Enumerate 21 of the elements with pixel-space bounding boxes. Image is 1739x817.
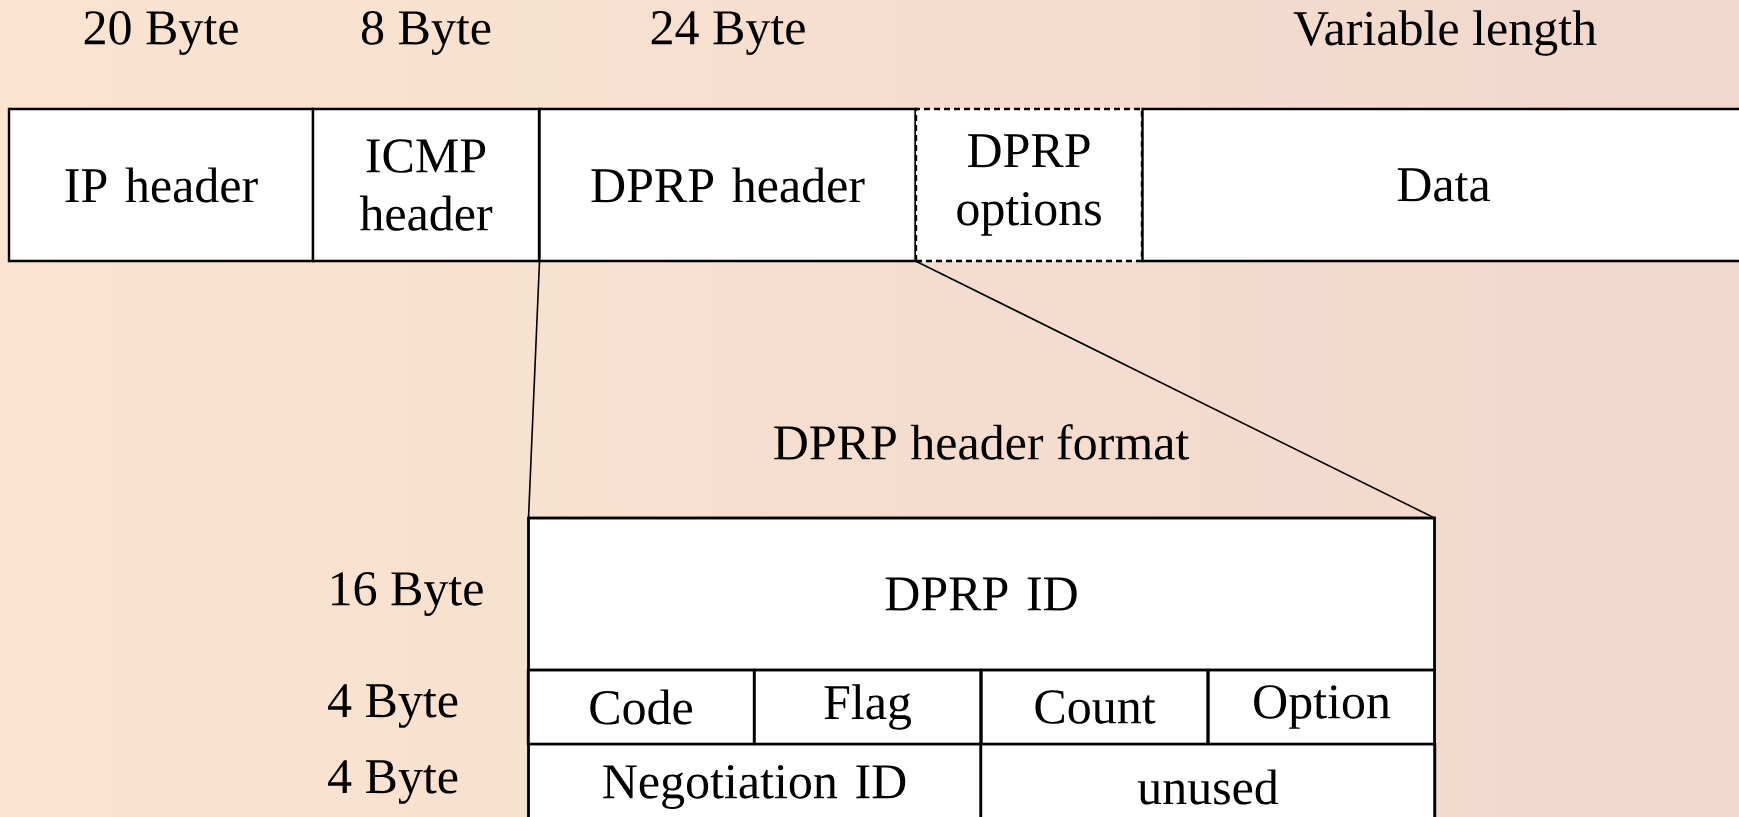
size-label: 8 Byte: [361, 10, 491, 55]
table-cell: Option: [1207, 668, 1436, 746]
leader-line: [527, 260, 541, 519]
table-cell: DPRP ID: [527, 516, 1436, 672]
node-label: DPRP header format: [774, 424, 1190, 460]
packet-field: DPRP header: [538, 107, 917, 263]
size-label: Variable length: [1293, 10, 1597, 56]
table-cell: Code: [526, 668, 756, 746]
packet-field: DPRP options: [914, 107, 1144, 263]
size-label: 20 Byte: [84, 10, 238, 55]
table-cell: Negotiation ID: [527, 742, 982, 817]
packet-field: IP header: [7, 107, 315, 263]
size-label: 24 Byte: [651, 11, 805, 55]
leader-line: [914, 260, 1436, 519]
size-label: 4 Byte: [328, 684, 458, 728]
table-cell: unused: [979, 742, 1437, 817]
table-cell: Count: [980, 668, 1209, 746]
packet-field: ICMP header: [311, 107, 541, 263]
size-label: 4 Byte: [328, 760, 458, 804]
size-label: 16 Byte: [331, 572, 483, 616]
table-cell: Flag: [753, 668, 982, 746]
